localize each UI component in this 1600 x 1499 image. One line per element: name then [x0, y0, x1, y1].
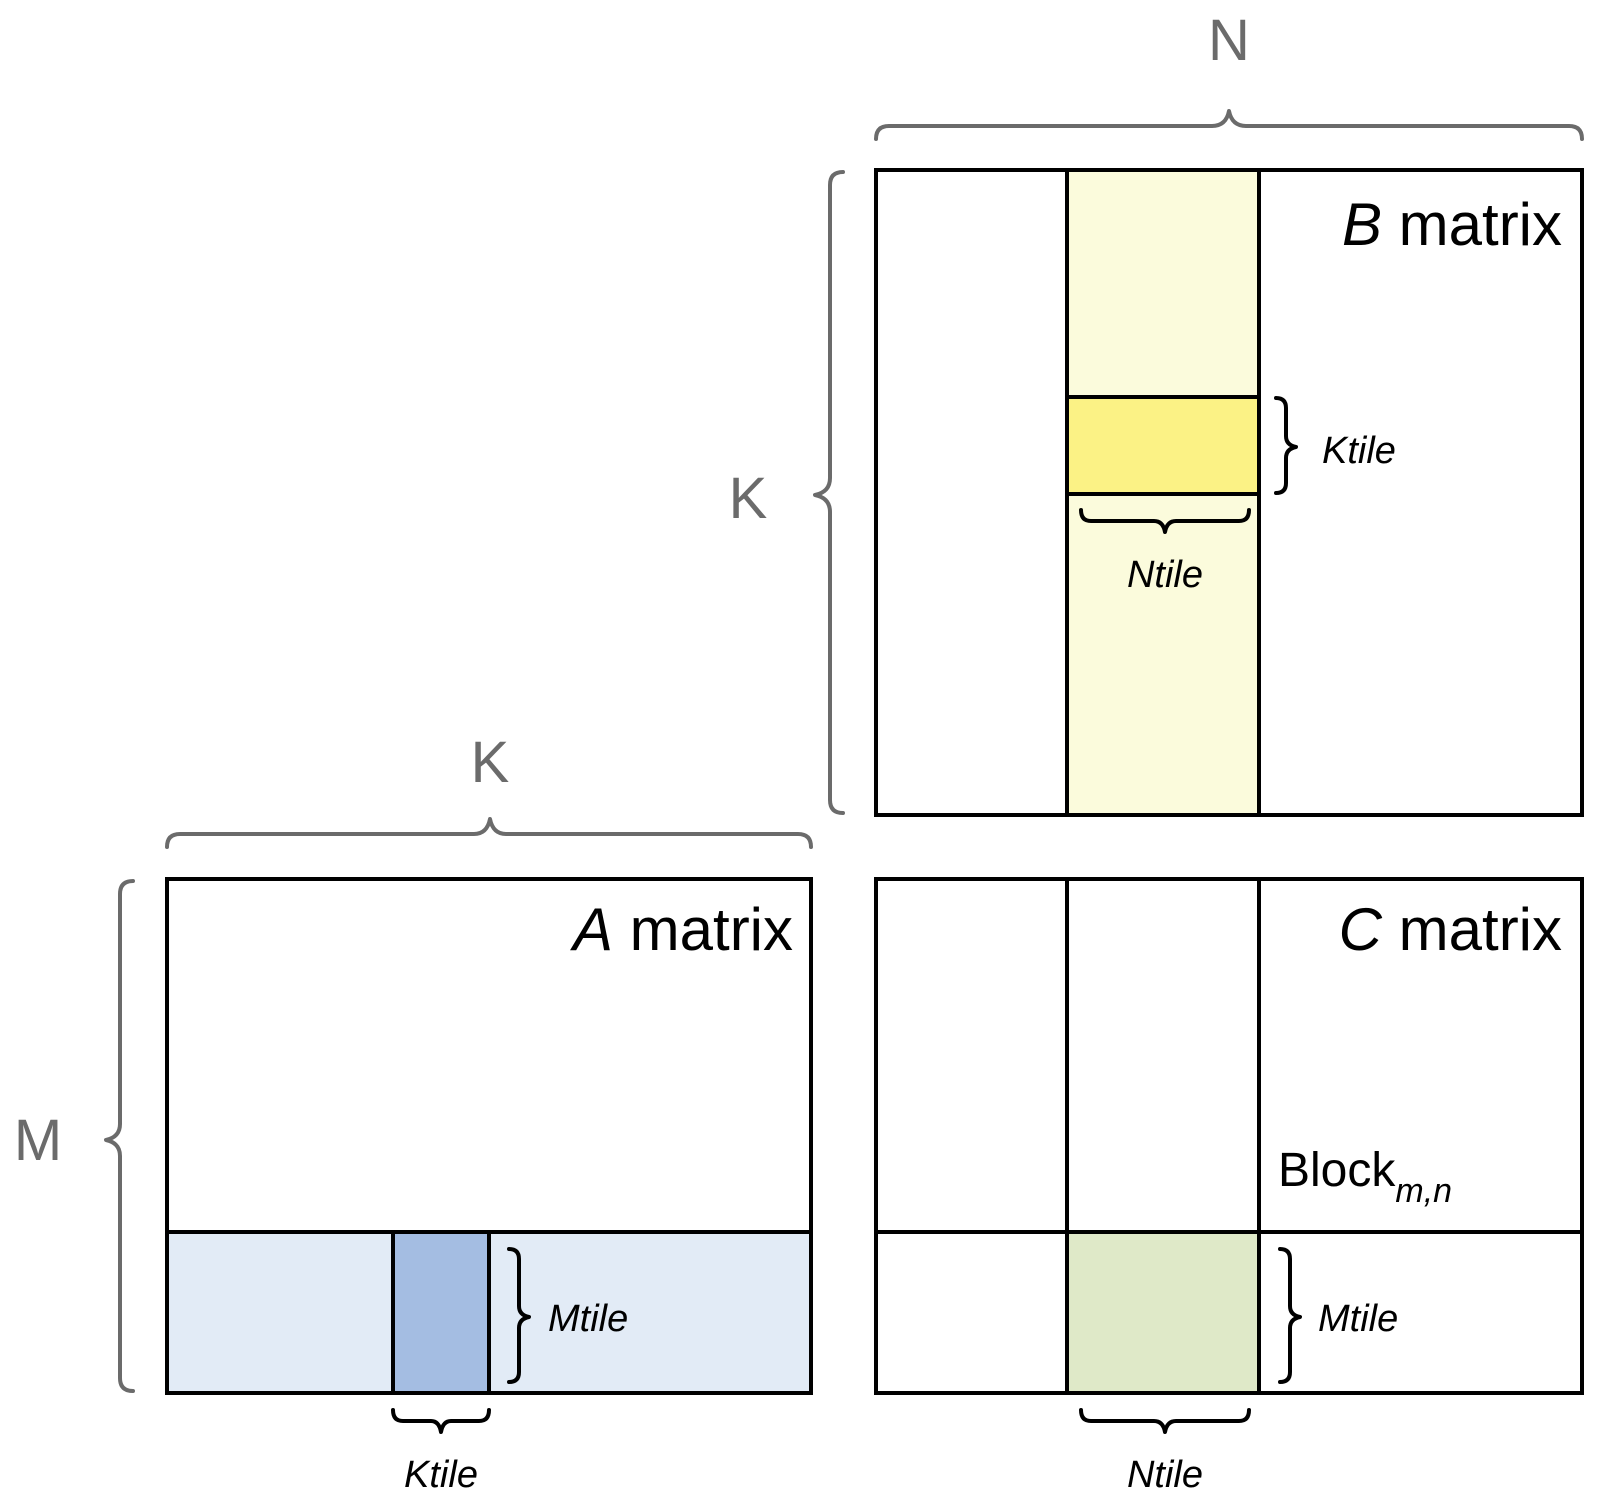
a-k-dimension-brace	[165, 817, 813, 849]
a-tile	[393, 1232, 489, 1393]
c-matrix-outline	[874, 877, 1584, 1395]
a-ktile-label: Ktile	[404, 1454, 478, 1496]
b-tile	[1067, 397, 1259, 494]
a-mtile-brace	[507, 1247, 531, 1384]
a-mtile-label: Mtile	[548, 1298, 628, 1340]
b-ktile-label: Ktile	[1322, 430, 1396, 472]
a-matrix-title: A matrix	[570, 896, 793, 963]
b-k-dimension-brace	[813, 170, 845, 815]
b-ntile-brace	[1079, 508, 1251, 534]
b-k-dimension-label: K	[729, 466, 768, 531]
b-matrix-title: B matrix	[1342, 191, 1562, 258]
c-block-label: Blockm,n	[1278, 1144, 1452, 1210]
c-matrix: C matrix Blockm,n Mtile Ntile	[874, 877, 1584, 1496]
a-ktile-brace	[391, 1408, 491, 1434]
c-ntile-label: Ntile	[1127, 1454, 1203, 1496]
c-mtile-label: Mtile	[1318, 1298, 1398, 1340]
a-k-dimension-label: K	[471, 730, 510, 795]
c-mtile-brace	[1278, 1247, 1302, 1384]
b-ntile-label: Ntile	[1127, 554, 1203, 596]
b-n-dimension-brace	[874, 109, 1584, 141]
b-matrix-outline	[874, 168, 1584, 817]
c-matrix-title: C matrix	[1339, 896, 1562, 963]
c-block	[1067, 1232, 1259, 1393]
b-matrix: B matrix N K Ktile Ntile	[729, 8, 1584, 817]
a-matrix: A matrix K M Mtile Ktile	[14, 730, 813, 1496]
b-n-dimension-label: N	[1208, 8, 1250, 73]
b-ktile-brace	[1274, 396, 1298, 495]
c-ntile-brace	[1079, 1408, 1251, 1434]
a-m-dimension-brace	[104, 879, 135, 1393]
a-m-dimension-label: M	[14, 1108, 62, 1173]
